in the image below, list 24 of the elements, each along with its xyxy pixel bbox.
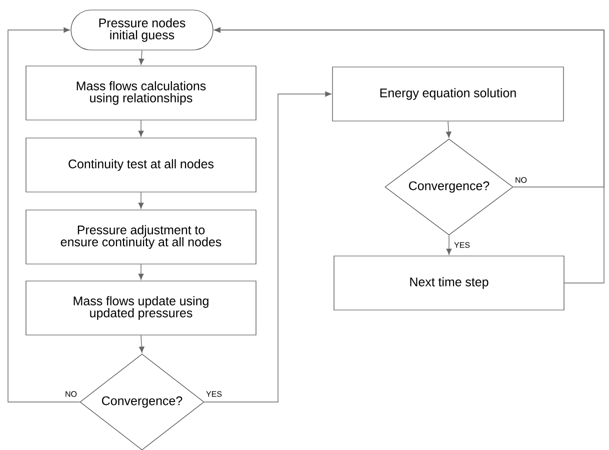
arrow: [204, 91, 332, 402]
arrow: [446, 120, 452, 138]
process-box: Next time step: [334, 256, 564, 310]
decision-diamond: [384, 138, 514, 236]
decision-text: Convergence?: [408, 181, 490, 193]
process-box: Mass flows calculations using relationships: [26, 66, 256, 120]
process-box: Pressure adjustment to ensure continuity at all nodes: [26, 210, 256, 264]
arrow: [138, 334, 144, 353]
edge-label: YES: [453, 241, 471, 249]
arrow: [138, 192, 144, 209]
arrow: [138, 264, 144, 280]
edge-label: NO: [514, 176, 528, 184]
arrow: [138, 120, 144, 137]
arrow: [446, 234, 452, 255]
arrow: [214, 27, 604, 284]
decision-diamond: [80, 354, 204, 450]
arrow: [138, 50, 144, 65]
process-box: Mass flows update using updated pressures: [26, 280, 256, 336]
process-box: Continuity test at all nodes: [26, 138, 256, 192]
process-box: Energy equation solution: [332, 66, 564, 122]
decision-text: Convergence?: [102, 396, 182, 408]
arrow: [8, 27, 80, 402]
edge-label: NO: [64, 390, 78, 398]
edge-label: YES: [205, 390, 223, 398]
